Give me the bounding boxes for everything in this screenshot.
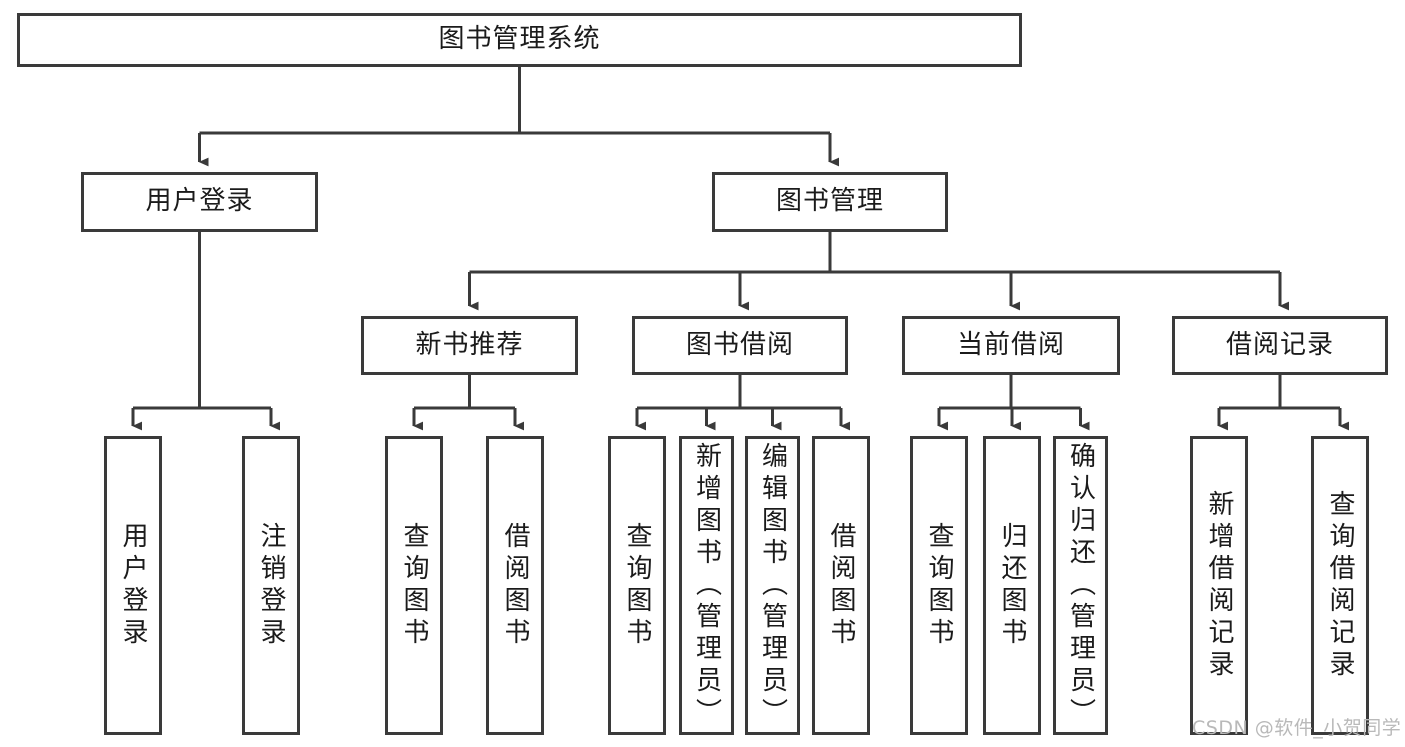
node-leaf-query-book-current[interactable]: 查询图书 bbox=[910, 436, 968, 735]
node-user-login[interactable]: 用户登录 bbox=[81, 172, 318, 232]
node-leaf-query-borrow-record[interactable]: 查询借阅记录 bbox=[1311, 436, 1369, 735]
node-current-borrow[interactable]: 当前借阅 bbox=[902, 316, 1120, 375]
node-label: 新书推荐 bbox=[415, 329, 524, 360]
node-leaf-return-book[interactable]: 归还图书 bbox=[983, 436, 1041, 735]
node-label: 借阅记录 bbox=[1225, 329, 1334, 360]
node-label: 编辑图书（管理员） bbox=[757, 441, 788, 730]
node-leaf-add-borrow-record[interactable]: 新增借阅记录 bbox=[1190, 436, 1248, 735]
node-label: 注销登录 bbox=[256, 521, 286, 650]
node-label: 图书管理系统 bbox=[438, 24, 601, 55]
node-borrow-record[interactable]: 借阅记录 bbox=[1172, 316, 1388, 375]
node-label: 当前借阅 bbox=[956, 329, 1065, 360]
node-label: 借阅图书 bbox=[500, 521, 530, 650]
node-leaf-borrow-book[interactable]: 借阅图书 bbox=[812, 436, 870, 735]
node-label: 查询图书 bbox=[924, 521, 954, 650]
node-label: 图书管理 bbox=[775, 186, 884, 217]
node-label: 新增借阅记录 bbox=[1204, 489, 1234, 682]
node-root[interactable]: 图书管理系统 bbox=[17, 13, 1022, 67]
node-label: 图书借阅 bbox=[685, 329, 794, 360]
node-book-manage[interactable]: 图书管理 bbox=[712, 172, 948, 232]
node-label: 用户登录 bbox=[145, 186, 254, 217]
node-label: 查询借阅记录 bbox=[1325, 489, 1355, 682]
node-leaf-user-logout[interactable]: 注销登录 bbox=[242, 436, 300, 735]
node-new-book-recommend[interactable]: 新书推荐 bbox=[361, 316, 578, 375]
node-label: 借阅图书 bbox=[826, 521, 856, 650]
node-book-borrow[interactable]: 图书借阅 bbox=[632, 316, 848, 375]
node-label: 用户登录 bbox=[118, 521, 148, 650]
node-leaf-query-book-borrow[interactable]: 查询图书 bbox=[608, 436, 666, 735]
node-leaf-edit-book-admin[interactable]: 编辑图书（管理员） bbox=[745, 436, 800, 735]
node-label: 查询图书 bbox=[622, 521, 652, 650]
node-leaf-add-book-admin[interactable]: 新增图书（管理员） bbox=[679, 436, 734, 735]
node-leaf-confirm-return-admin[interactable]: 确认归还（管理员） bbox=[1053, 436, 1108, 735]
node-leaf-user-login[interactable]: 用户登录 bbox=[104, 436, 162, 735]
node-label: 查询图书 bbox=[399, 521, 429, 650]
node-leaf-borrow-book-rec[interactable]: 借阅图书 bbox=[486, 436, 544, 735]
node-label: 新增图书（管理员） bbox=[691, 441, 722, 730]
node-leaf-query-book-rec[interactable]: 查询图书 bbox=[385, 436, 443, 735]
node-label: 归还图书 bbox=[997, 521, 1027, 650]
node-label: 确认归还（管理员） bbox=[1065, 441, 1096, 730]
